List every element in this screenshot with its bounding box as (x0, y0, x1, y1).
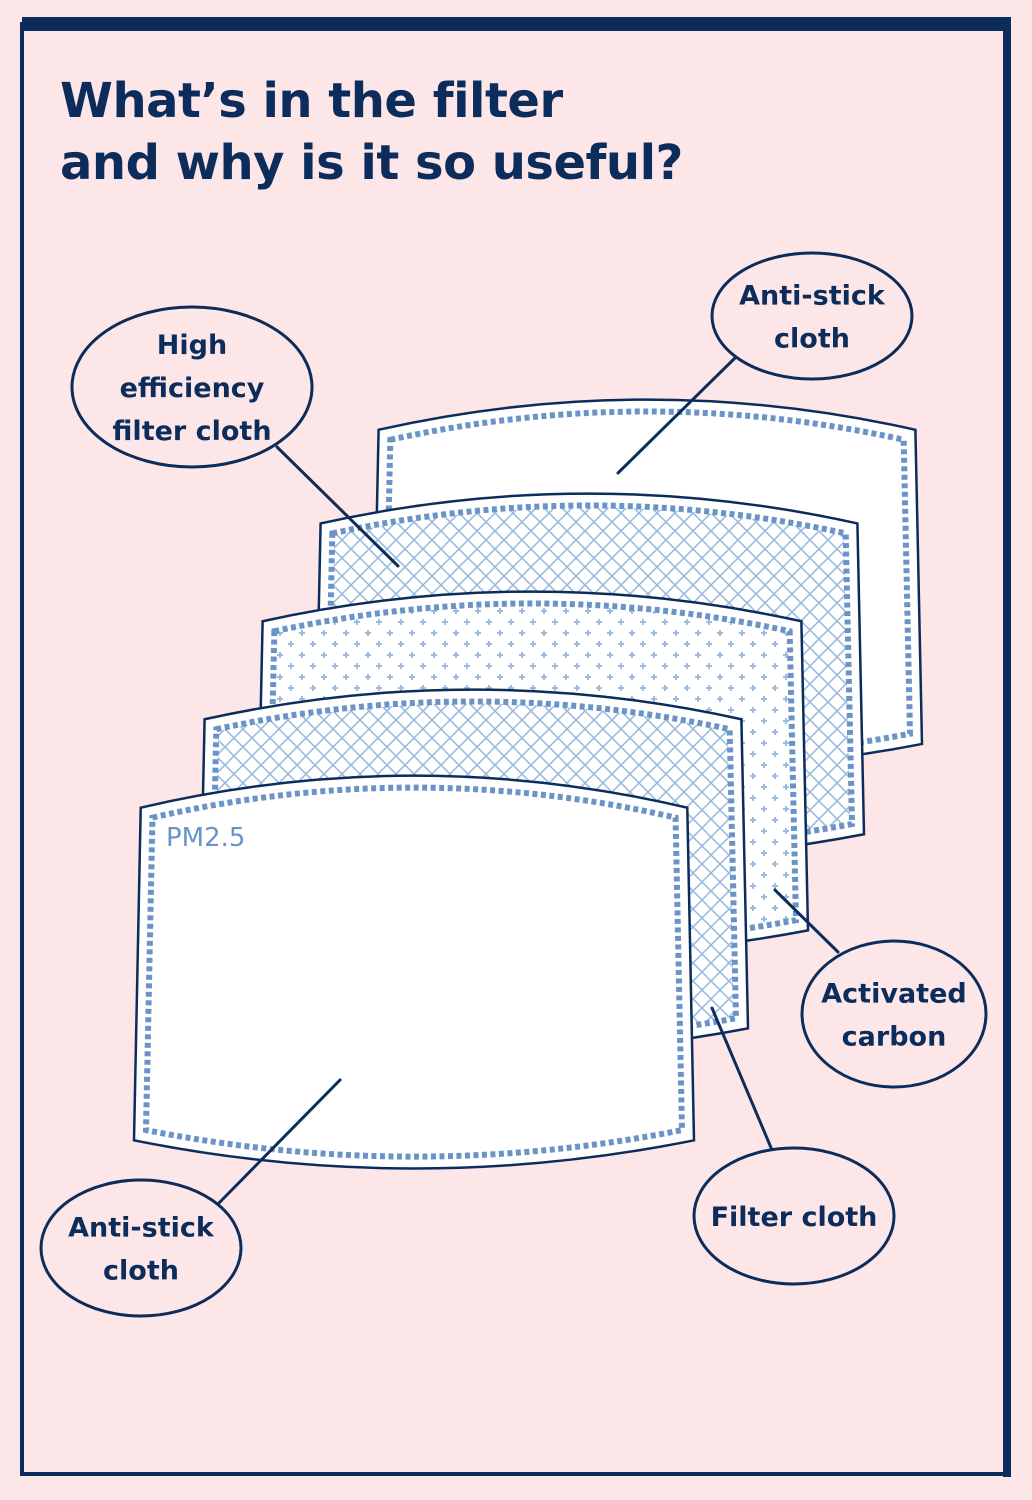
callout-4: Filter cloth (692, 1146, 896, 1286)
title-line-1: What’s in the filter (60, 73, 563, 129)
callout-bubble (70, 305, 314, 469)
callout-leader-1 (616, 355, 738, 475)
callout-label: cloth (774, 324, 850, 355)
callout-label: Filter cloth (711, 1202, 878, 1233)
callout-label: Anti-stick (68, 1213, 215, 1244)
pm25-marking: PM2.5 (166, 823, 245, 853)
callout-1: Anti-stick cloth (710, 251, 914, 381)
callout-bubble (692, 1146, 896, 1286)
callout-leader-3 (773, 888, 840, 954)
filter-layer-5 (132, 774, 696, 1170)
title-line-2: and why is it so useful? (60, 135, 683, 191)
filter-layers: PM2.5 (132, 398, 924, 1170)
callout-3: Activated carbon (800, 939, 988, 1089)
callouts: Anti-stick cloth High efficiency filter clot… (39, 251, 988, 1318)
callout-bubble (710, 251, 914, 381)
callout-2: High efficiency filter cloth (70, 305, 314, 469)
callout-leader-5 (216, 1078, 342, 1206)
callout-label: Activated (821, 979, 966, 1010)
callout-label: High (157, 330, 227, 361)
callout-label: cloth (103, 1256, 179, 1287)
callout-leader-2 (275, 445, 400, 568)
callout-bubble (800, 939, 988, 1089)
callout-label: Anti-stick (739, 281, 886, 312)
callout-label: carbon (842, 1022, 947, 1053)
callout-label: efficiency (120, 373, 265, 404)
callout-5: Anti-stick cloth (39, 1178, 243, 1318)
callout-label: filter cloth (112, 416, 271, 447)
callout-leader-4 (710, 1006, 774, 1152)
page-title: What’s in the filter and why is it so us… (60, 70, 683, 194)
callout-bubble (39, 1178, 243, 1318)
